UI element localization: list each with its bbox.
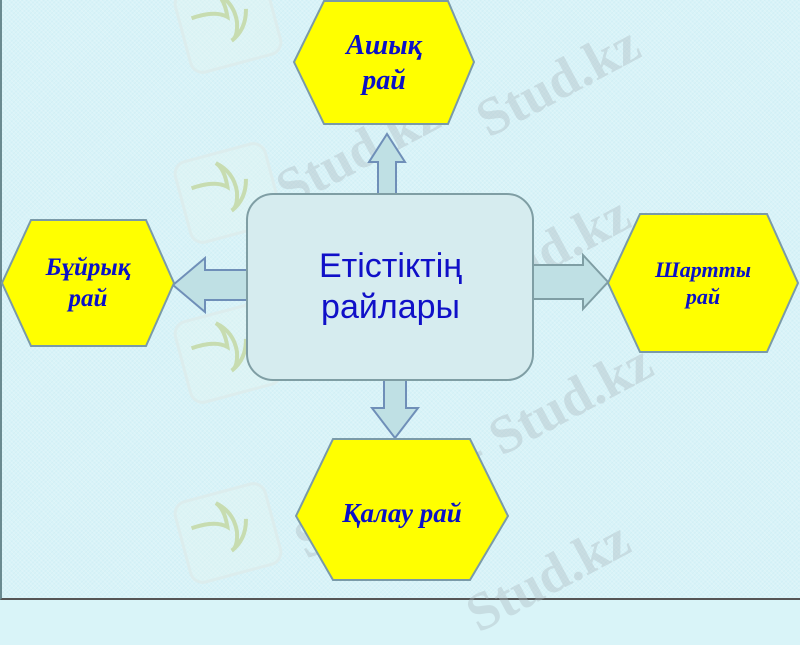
node-left-line1: Бұйрық [45,253,131,281]
node-right-line1: Шартты [655,256,751,282]
node-label-left: Бұйрық рай [2,220,174,346]
hexagon-bottom [294,438,510,581]
watermark-logo-icon [170,0,286,77]
node-left-line2: рай [68,285,108,312]
center-label: Етістіктің райлары [248,194,533,379]
node-top-line2: рай [362,64,406,96]
center-label-line1: Етістіктің [318,246,463,285]
arrow-right-icon [532,252,610,312]
arrow-left-icon [171,255,251,315]
node-label-bottom: Қалау рай [296,439,508,589]
arrow-up-icon [367,132,407,197]
diagram-canvas [0,0,800,581]
arrow-down-icon [369,377,421,440]
node-label-right: Шартты рай [608,214,798,352]
hexagon-left [0,219,176,347]
watermark-logo-icon [170,139,286,247]
hexagon-right [606,213,800,353]
node-right-line2: рай [685,284,721,309]
center-box [246,193,534,381]
node-top-line1: Ашық [346,29,422,61]
node-label-top: Ашық рай [294,1,474,124]
center-label-line2: райлары [321,287,460,326]
hexagon-top [292,0,476,125]
watermark-logo-icon [170,299,286,407]
node-bottom-line1: Қалау рай [342,498,462,529]
watermark-logo-icon [170,479,286,587]
